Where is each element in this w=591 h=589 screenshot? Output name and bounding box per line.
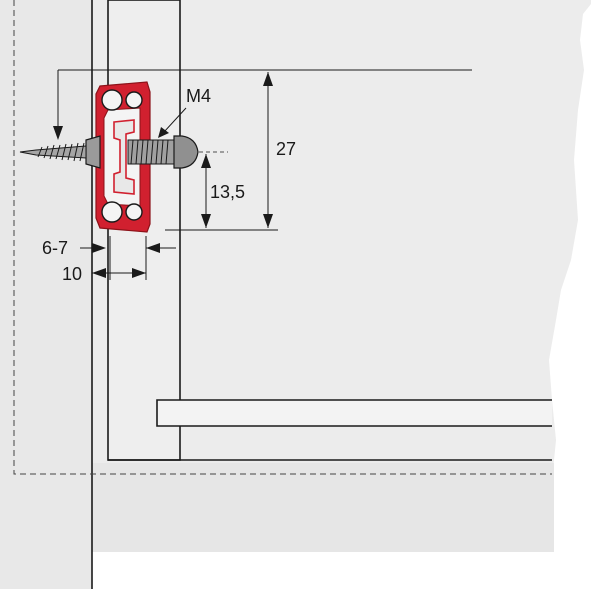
label-m4: M4 [186, 86, 211, 106]
leader-m4 [163, 107, 187, 133]
ball-bearing-top-right [125, 91, 143, 109]
leader-screw-arrow [53, 126, 63, 140]
label-10: 10 [62, 264, 82, 284]
dim-10-arrow-right [132, 268, 146, 278]
side-panel [0, 0, 92, 589]
label-27: 27 [276, 139, 296, 159]
dim-27-arrow-bottom [263, 214, 273, 228]
base-panel [92, 463, 554, 552]
ball-bearing-top [101, 89, 123, 111]
dim-10-arrow-left [92, 268, 106, 278]
slide-rail-profile [95, 81, 151, 233]
dim-13-5-arrow-bottom [201, 214, 211, 228]
machine-screw [127, 135, 199, 169]
machine-screw-thread [130, 139, 169, 165]
hidden-outline [13, 0, 552, 475]
leader-m4-arrow [158, 127, 169, 138]
wood-screw-thread [37, 142, 85, 162]
dim-27-arrow-top [263, 72, 273, 86]
drawer-bottom-shelf [156, 399, 552, 427]
wood-screw [19, 135, 101, 169]
label-6-7: 6-7 [42, 238, 68, 258]
dim-6-7-arrow [92, 243, 106, 253]
dim-13-5-arrow-top [201, 154, 211, 168]
dim-10-tail-arrow [146, 243, 160, 253]
ball-bearing-bottom [101, 201, 123, 223]
wood-screw-head [85, 135, 101, 169]
label-13-5: 13,5 [210, 182, 245, 202]
machine-screw-head [173, 135, 199, 169]
rail-middle-profile [113, 119, 135, 195]
ball-bearing-bottom-right [125, 203, 143, 221]
